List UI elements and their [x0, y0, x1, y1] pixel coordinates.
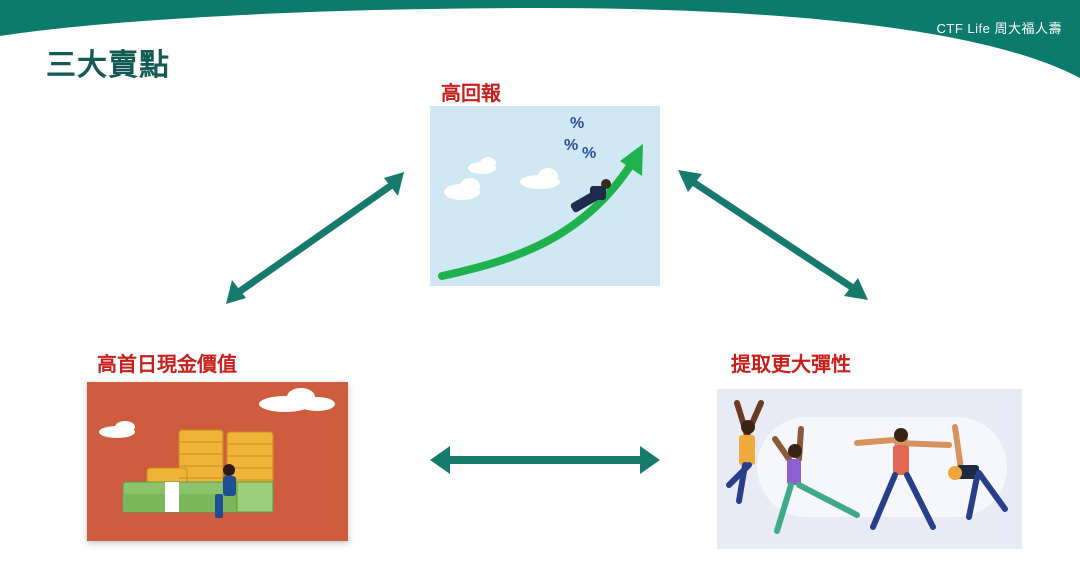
svg-text:%: %: [564, 137, 578, 154]
svg-text:%: %: [582, 145, 596, 162]
label-high-return: 高回報: [441, 81, 501, 105]
double-arrow-icon: [226, 172, 404, 304]
svg-text:%: %: [570, 115, 584, 132]
double-arrow-icon: [678, 170, 868, 300]
label-flexibility: 提取更大彈性: [731, 352, 851, 376]
businessman: [570, 179, 611, 213]
double-arrow-icon: [430, 446, 660, 474]
yoga-stretch-illustration: [717, 389, 1022, 549]
percent-icon: % % %: [564, 115, 596, 162]
label-high-cash-value: 高首日現金價值: [97, 352, 237, 376]
header-banner: [0, 0, 1080, 78]
cloud-icon: [444, 157, 560, 200]
brand-logo: CTF Life 周大福人壽: [936, 21, 1062, 36]
growth-arrow-illustration: % % %: [430, 106, 660, 286]
page-title: 三大賣點: [46, 48, 170, 83]
money-stack-illustration: [87, 382, 348, 541]
